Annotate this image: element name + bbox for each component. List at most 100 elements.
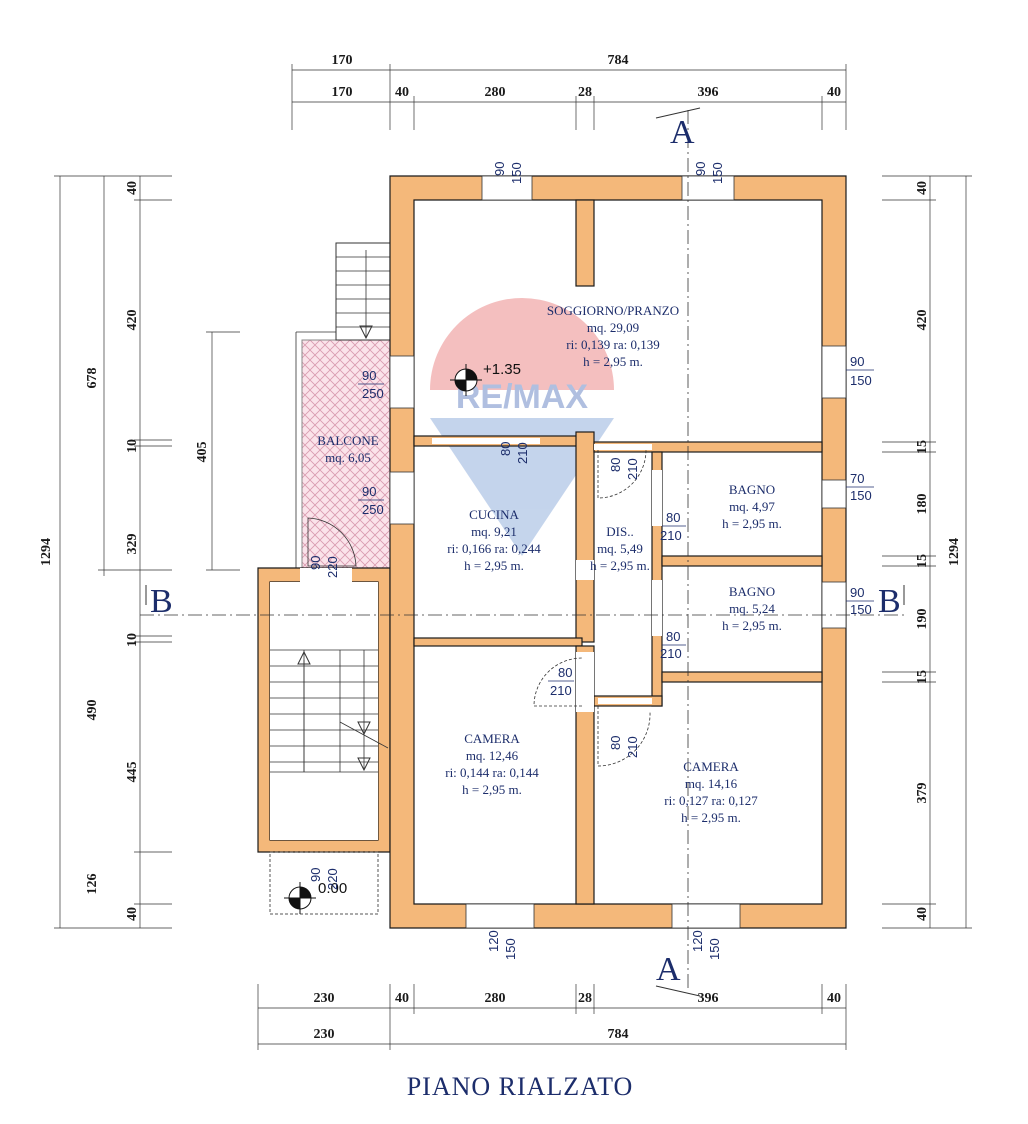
- room-area: mq. 14,16: [685, 776, 738, 791]
- dim-top-inner-6: 40: [827, 85, 841, 100]
- dim-right-6: 190: [915, 609, 930, 630]
- dim-right-4: 180: [915, 494, 930, 515]
- room-cucina: CUCINA mq. 9,21 ri: 0,166 ra: 0,244 h = …: [447, 507, 541, 573]
- dim-top-inner-5: 396: [698, 85, 719, 100]
- dim-left-mid: 678: [85, 368, 100, 389]
- opening-width: 80: [608, 458, 623, 472]
- dim-left-6: 490: [85, 700, 100, 721]
- dim-top-inner-4: 28: [578, 85, 592, 100]
- level-marker-lower: 0.00: [284, 880, 347, 914]
- level-lower-label: 0.00: [318, 880, 347, 897]
- dim-top-outer-2: 784: [608, 53, 629, 68]
- dim-bottom-inner-1: 230: [314, 991, 335, 1006]
- balcony-area: [301, 339, 391, 571]
- opening-width: 90: [850, 354, 864, 369]
- room-height: h = 2,95 m.: [722, 516, 782, 531]
- level-upper-label: +1.35: [483, 361, 521, 378]
- opening-width: 90: [850, 585, 864, 600]
- dim-right-total: 1294: [947, 538, 962, 566]
- room-name: SOGGIORNO/PRANZO: [547, 303, 679, 318]
- dim-right-5: 15: [915, 554, 930, 568]
- opening-width: 90: [492, 162, 507, 176]
- opening-width: 80: [666, 510, 680, 525]
- dim-bottom-outer-1: 230: [314, 1027, 335, 1042]
- room-area: mq. 6,05: [325, 450, 371, 465]
- dim-left-total: 1294: [39, 538, 54, 566]
- dim-bottom-inner-4: 28: [578, 991, 592, 1006]
- dim-right-2: 420: [915, 310, 930, 331]
- room-camera-2: CAMERA mq. 14,16 ri: 0,127 ra: 0,127 h =…: [664, 759, 758, 825]
- opening-height: 210: [625, 458, 640, 480]
- dim-top-inner-3: 280: [485, 85, 506, 100]
- room-balcone: BALCONE mq. 6,05: [317, 433, 378, 465]
- dim-right-8: 379: [915, 783, 930, 804]
- room-bagno-2: BAGNO mq. 5,24 h = 2,95 m.: [722, 584, 782, 633]
- section-label-a-bottom: A: [656, 951, 681, 988]
- dim-right-3: 15: [915, 440, 930, 454]
- dim-bottom-inner-3: 280: [485, 991, 506, 1006]
- room-name: CAMERA: [464, 731, 520, 746]
- opening-width: 90: [362, 368, 376, 383]
- opening-height: 150: [707, 938, 722, 960]
- opening-height: 250: [362, 502, 384, 517]
- dim-right-9: 40: [915, 907, 930, 921]
- room-height: h = 2,95 m.: [583, 354, 643, 369]
- opening-height: 250: [362, 386, 384, 401]
- opening-width: 90: [308, 868, 323, 882]
- opening-height: 150: [850, 373, 872, 388]
- staircase: [257, 567, 391, 853]
- dim-top-inner-1: 170: [332, 85, 353, 100]
- room-name: DIS..: [606, 524, 633, 539]
- opening-height: 150: [850, 602, 872, 617]
- dim-bottom-outer-2: 784: [608, 1027, 629, 1042]
- dim-top-outer-1: 170: [332, 53, 353, 68]
- room-ratio: ri: 0,166 ra: 0,244: [447, 541, 541, 556]
- opening-height: 210: [515, 442, 530, 464]
- dim-left-stair: 445: [125, 762, 140, 783]
- dim-top-inner-2: 40: [395, 85, 409, 100]
- room-soggiorno: SOGGIORNO/PRANZO mq. 29,09 ri: 0,139 ra:…: [547, 303, 679, 369]
- room-name: BAGNO: [729, 482, 775, 497]
- opening-height: 210: [660, 528, 682, 543]
- room-height: h = 2,95 m.: [462, 782, 522, 797]
- room-height: h = 2,95 m.: [722, 618, 782, 633]
- opening-width: 80: [666, 629, 680, 644]
- opening-width: 90: [362, 484, 376, 499]
- door-swings: [307, 449, 651, 767]
- room-ratio: ri: 0,144 ra: 0,144: [445, 765, 539, 780]
- opening-width: 90: [693, 162, 708, 176]
- room-name: CUCINA: [469, 507, 519, 522]
- dim-right-7: 15: [915, 670, 930, 684]
- section-label-a-top: A: [670, 114, 695, 151]
- opening-height: 150: [503, 938, 518, 960]
- balcony-stair: [335, 242, 391, 341]
- opening-height: 220: [325, 868, 340, 890]
- dim-left-2: 420: [125, 310, 140, 331]
- opening-height: 210: [550, 683, 572, 698]
- room-name: BAGNO: [729, 584, 775, 599]
- remax-watermark: RE/MAX: [430, 298, 614, 556]
- section-label-b-right: B: [878, 583, 901, 620]
- room-area: mq. 12,46: [466, 748, 519, 763]
- dim-right-1: 40: [915, 181, 930, 195]
- room-camera-1: CAMERA mq. 12,46 ri: 0,144 ra: 0,144 h =…: [445, 731, 539, 797]
- room-bagno-1: BAGNO mq. 4,97 h = 2,95 m.: [722, 482, 782, 531]
- dim-bottom-inner-2: 40: [395, 991, 409, 1006]
- dim-bottom-inner-6: 40: [827, 991, 841, 1006]
- opening-height: 220: [325, 556, 340, 578]
- opening-height: 150: [509, 162, 524, 184]
- opening-height: 210: [660, 646, 682, 661]
- dim-bottom-inner-5: 396: [698, 991, 719, 1006]
- room-height: h = 2,95 m.: [681, 810, 741, 825]
- room-area: mq. 4,97: [729, 499, 775, 514]
- room-area: mq. 9,21: [471, 524, 517, 539]
- room-height: h = 2,95 m.: [590, 558, 650, 573]
- dimensions-top: [291, 64, 847, 130]
- room-dis: DIS.. mq. 5,49 h = 2,95 m.: [590, 524, 650, 573]
- opening-width: 90: [308, 556, 323, 570]
- opening-height: 150: [710, 162, 725, 184]
- room-ratio: ri: 0,127 ra: 0,127: [664, 793, 758, 808]
- opening-width: 80: [498, 442, 513, 456]
